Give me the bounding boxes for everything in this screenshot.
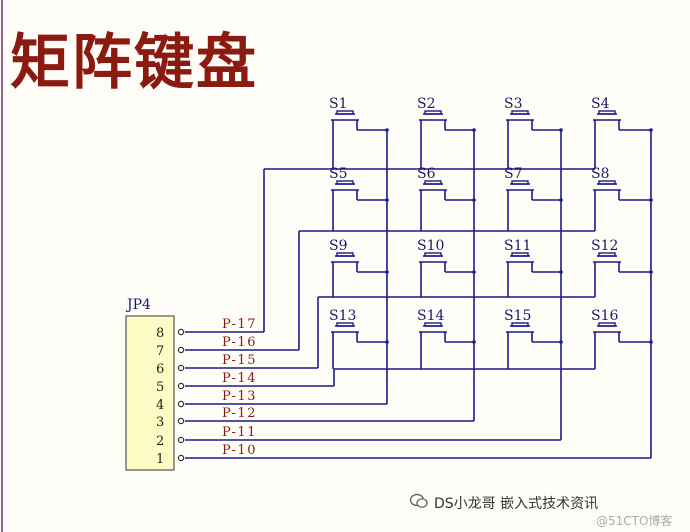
pin-number: 5	[156, 380, 164, 395]
watermark-brand: DS小龙哥 嵌入式技术资讯	[434, 496, 599, 512]
pin-number: 4	[156, 398, 164, 413]
pin-terminal	[177, 382, 185, 390]
net-label: P-11	[222, 425, 257, 440]
switch-label: S3	[504, 96, 523, 112]
connector-ref: JP4	[125, 297, 151, 313]
pin-number: 7	[156, 344, 164, 359]
switch-s8: S8	[591, 166, 653, 204]
net-label: P-12	[222, 406, 257, 421]
pin-number: 3	[156, 415, 164, 430]
switch-s4: S4	[591, 96, 653, 169]
switch-s13: S13	[329, 308, 389, 346]
net-label: P-10	[222, 443, 257, 458]
switch-label: S11	[504, 238, 531, 254]
switch-label: S16	[591, 308, 618, 324]
pin-terminal	[177, 364, 185, 372]
pin-number: 6	[156, 362, 164, 377]
net-label: P-16	[222, 335, 257, 350]
pin-number: 1	[156, 452, 164, 467]
switch-label: S4	[591, 96, 610, 112]
pin-terminal	[177, 417, 185, 425]
pin-terminal	[177, 346, 185, 354]
switch-label: S7	[504, 166, 523, 182]
switch-label: S6	[417, 166, 436, 182]
diagram-title: 矩阵键盘	[10, 28, 258, 98]
switch-label: S1	[329, 96, 348, 112]
switch-label: S8	[591, 166, 610, 182]
switch-s15: S15	[504, 308, 563, 346]
switch-s5: S5	[329, 166, 389, 204]
net-label: P-14	[222, 371, 257, 386]
switch-label: S9	[329, 238, 348, 254]
switch-label: S15	[504, 308, 531, 324]
switch-label: S14	[417, 308, 444, 324]
wires	[185, 130, 652, 459]
switch-s7: S7	[504, 166, 563, 204]
switch-label: S5	[329, 166, 348, 182]
pin-terminal	[177, 400, 185, 408]
pin-terminal	[177, 436, 185, 444]
switch-s10: S10	[417, 238, 476, 276]
switch-label: S13	[329, 308, 356, 324]
switch-s1: S1	[329, 96, 389, 169]
net-label: P-17	[222, 317, 257, 332]
switch-s6: S6	[417, 166, 476, 204]
switch-s9: S9	[329, 238, 389, 276]
switch-s3: S3	[504, 96, 563, 169]
switch-label: S2	[417, 96, 436, 112]
labels: P-17P-16P-15P-14P-13P-12P-11P-10	[222, 317, 257, 458]
switch-s11: S11	[504, 238, 563, 276]
pin-number: 8	[156, 326, 164, 341]
switch-label: S12	[591, 238, 618, 254]
wechat-icon	[410, 493, 428, 508]
pin-number: 2	[156, 434, 164, 449]
pin-terminal	[177, 454, 185, 462]
switch-s16: S16	[591, 308, 653, 346]
switch-label: S10	[417, 238, 444, 254]
watermark-site: @51CTO博客	[596, 514, 673, 528]
pin-terminal	[177, 328, 185, 336]
connector-body	[125, 315, 175, 471]
connector-jp4: JP4 8 7 6 5 4 3 2 1	[125, 297, 185, 471]
switch-s14: S14	[417, 308, 476, 346]
net-label: P-13	[222, 389, 257, 404]
switch-s12: S12	[591, 238, 653, 276]
net-label: P-15	[222, 353, 257, 368]
switch-s2: S2	[417, 96, 476, 169]
